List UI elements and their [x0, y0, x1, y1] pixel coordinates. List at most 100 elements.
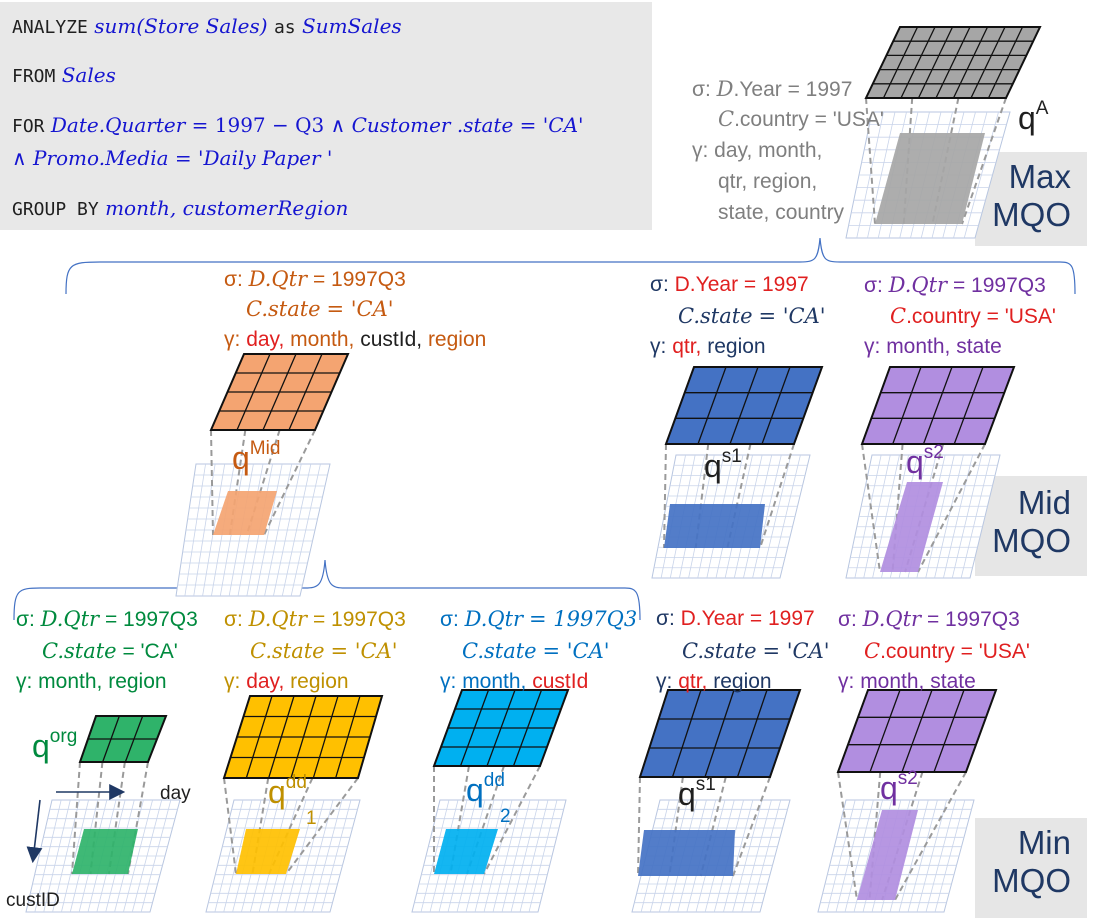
mid-qs2-cuboid-cell-line [922, 366, 953, 445]
custid-axis-arrow [26, 799, 43, 864]
qdd1-projection-line [223, 777, 237, 875]
mid-qs2-projection-line [861, 443, 881, 573]
mid-qs1-projection-line [726, 443, 752, 549]
qdd1-selected-region [236, 829, 300, 874]
mid-qs1-cuboid-cell-line [729, 366, 759, 445]
min-qs1-label: qs1 [678, 774, 716, 812]
mid-qs2-projection-line [891, 443, 904, 573]
qdd1-groupby: γ: day, region [224, 670, 349, 693]
qa-cuboid-cell-line [917, 26, 954, 99]
min-qs2-selection-line2: C.country = 'USA' [864, 639, 1030, 663]
qa-cuboid-cell-line [882, 26, 919, 99]
qa-cuboid-cell-line [952, 26, 989, 99]
qorg-label: qorg [32, 726, 78, 764]
qdd1-selection-line2: C.state = 'CA' [250, 639, 398, 663]
qa-cuboid-cell-line [900, 26, 936, 99]
query-line-for: FOR Date.Quarter = 1997 − Q3 ∧ Customer … [12, 113, 584, 137]
min-qs1-projection-line [637, 776, 641, 877]
mid-qs1-selection-line1: σ: D.Year = 1997 [650, 273, 809, 296]
qa-groupby-line3: state, country [718, 201, 845, 224]
level-label-min: Min MQO [975, 818, 1087, 918]
min-qs1-cuboid-cell-line [704, 689, 735, 778]
min-qs2-selected-region [857, 810, 918, 900]
qdd1-projection-line [268, 777, 314, 875]
qa-cuboid-cell-line [970, 26, 1006, 99]
min-qs1-projection-line [732, 776, 771, 877]
mid-qs2-groupby: γ: month, state [864, 335, 1002, 358]
qa-projection-line [865, 97, 876, 225]
min-qs2-selection-line1: σ: D.Qtr = 1997Q3 [838, 607, 1020, 631]
qa-selection-line2: C.country = 'USA' [718, 107, 884, 131]
level-label-mid: Mid MQO [975, 476, 1087, 576]
cube-group [25, 26, 1042, 913]
qa-projection-line [961, 97, 1007, 225]
mid-qs2-selection-line1: σ: D.Qtr = 1997Q3 [864, 273, 1046, 297]
mid-qs1-selected-region [664, 504, 765, 548]
qmid-selection-line1: σ: D.Qtr = 1997Q3 [224, 267, 406, 291]
qdd2-projection-line [483, 765, 541, 875]
mid-qs1-selection-line2: C.state = 'CA' [678, 304, 826, 328]
day-axis-label: day [160, 783, 191, 804]
qa-selection-line1: σ: D.Year = 1997 [692, 77, 853, 101]
qmid-selected-region [213, 491, 277, 535]
custid-axis-label: custID [6, 890, 60, 911]
qorg-groupby: γ: month, region [16, 670, 167, 693]
mid-qs2-selected-region [880, 482, 943, 572]
min-qs2-cuboid-cell-line [901, 689, 933, 773]
min-qs2-cuboid-cell-line [933, 689, 965, 773]
min-qs2-projection-line [837, 771, 858, 901]
brace-min-level [13, 559, 641, 621]
qdd2-selection-line2: C.state = 'CA' [462, 639, 610, 663]
mid-qs1-cuboid-cell-line [761, 366, 791, 445]
qorg-selection-line1: σ: D.Qtr = 1997Q3 [16, 607, 198, 631]
min-qs2-projection-line [894, 771, 967, 901]
mid-qs2-selection-line2: C.country = 'USA' [890, 304, 1056, 328]
query-line-analyze: ANALYZE sum(Store Sales) as SumSales [12, 14, 402, 38]
qmid-projection-line [228, 429, 247, 536]
qdd2-selected-region [434, 829, 498, 874]
min-qs1-selection-line2: C.state = 'CA' [682, 639, 830, 663]
query-line-from: FROM Sales [12, 63, 116, 87]
mid-qs2-cuboid-cell-line [892, 366, 922, 445]
mid-qs1-cuboid-cell-line [697, 366, 727, 445]
brace-mid-level [65, 237, 1076, 295]
mid-qs2-cuboid-cell-line [953, 366, 984, 445]
qdd1-selection-line1: σ: D.Qtr = 1997Q3 [224, 607, 406, 631]
min-qs1-cuboid-cell-line [671, 689, 702, 778]
query-line-promo: ∧ Promo.Media = 'Daily Paper ' [12, 146, 333, 170]
qmid-projection-line [210, 429, 214, 536]
qmid-selection-line2: C.state = 'CA' [246, 297, 394, 321]
qmid-groupby: γ: day, month, custId, region [224, 328, 487, 351]
min-qs1-cuboid-cell-line [736, 689, 768, 778]
mid-qs2-projection-line [917, 443, 986, 573]
mid-qs1-projection-line [663, 443, 667, 549]
qorg-projection-line [71, 761, 81, 875]
qa-selected-region [875, 133, 985, 224]
qa-groupby-line2: qtr, region, [718, 170, 818, 193]
min-qs1-selected-region [638, 830, 735, 876]
min-qs2-cuboid-cell-line [869, 689, 901, 773]
qdd1-projection-line [285, 777, 359, 875]
qdd2-selection-line1: σ: D.Qtr = 1997Q3 [440, 607, 638, 631]
min-qs2-groupby: γ: month, state [838, 670, 976, 693]
mid-qs1-groupby: γ: qtr, region [650, 335, 766, 358]
min-qs1-groupby: γ: qtr, region [656, 670, 772, 693]
qa-groupby-line1: γ: day, month, [692, 139, 823, 162]
qa-cuboid-cell-line [987, 26, 1024, 99]
min-qs2-label: qs2 [880, 768, 918, 806]
query-box: ANALYZE sum(Store Sales) as SumSales FRO… [0, 2, 652, 230]
mid-qs1-projection-line [694, 443, 710, 549]
qmid-label: qMid [232, 438, 281, 476]
query-line-groupby: GROUP BY month, customerRegion [12, 196, 349, 220]
mid-qs2-label: qs2 [906, 442, 944, 480]
qorg-selected-region [72, 829, 138, 874]
mid-qs1-projection-line [759, 443, 795, 549]
qdd2-groupby: γ: month, custId [440, 670, 589, 693]
min-qs1-selection-line1: σ: D.Year = 1997 [656, 607, 815, 630]
qa-cuboid-cell-line [935, 26, 971, 99]
qorg-selection-line2: C.state = 'CA' [42, 639, 178, 663]
